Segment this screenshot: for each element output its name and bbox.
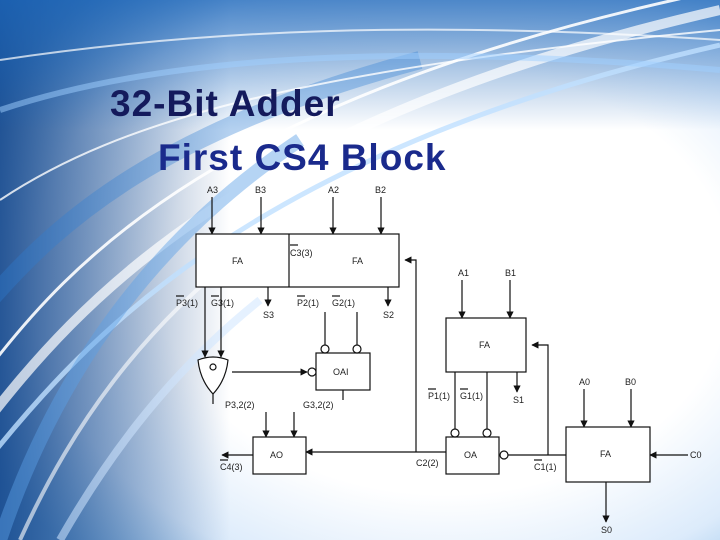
slide-title-line-1: 32-Bit Adder (110, 83, 341, 124)
signal-g1-label: G1(1) (460, 391, 483, 401)
slide-title-line-2: First CS4 Block (158, 137, 447, 178)
input-c0-label: C0 (690, 450, 702, 460)
signal-p1-label: P1(1) (428, 391, 450, 401)
signal-p2-label: P2(1) (297, 298, 319, 308)
signal-p3-label: P3(1) (176, 298, 198, 308)
wire-c1-feedback (531, 341, 549, 455)
oa-input-bubble (499, 450, 509, 460)
oa-bubble-left (450, 428, 460, 438)
or-bubble (209, 363, 217, 371)
output-s1-label: S1 (513, 395, 524, 405)
signal-p32-label: P3,2(2) (225, 400, 255, 410)
oa-block (445, 436, 500, 475)
oa-label: OA (464, 450, 477, 460)
input-b2-label: B2 (375, 185, 386, 195)
input-b1-label: B1 (505, 268, 516, 278)
fa-block-bit3 (195, 233, 400, 288)
signal-c2-label: C2(2) (416, 458, 439, 468)
oai-bubble-right (352, 344, 362, 354)
input-a0-label: A0 (579, 377, 590, 387)
output-s2-label: S2 (383, 310, 394, 320)
fa-label-bit3: FA (232, 256, 243, 266)
fa-block-bit1 (445, 317, 527, 373)
signal-g3-label: G3(1) (211, 298, 234, 308)
input-b0-label: B0 (625, 377, 636, 387)
fa-label-bit0: FA (600, 449, 611, 459)
oai-label: OAI (333, 367, 349, 377)
fa-label-bit1: FA (479, 340, 490, 350)
input-a2-label: A2 (328, 185, 339, 195)
ao-label: AO (270, 450, 283, 460)
wire-c2-feedback (404, 256, 417, 452)
signal-c3-label: C3(3) (290, 248, 313, 258)
signal-c1-label: C1(1) (534, 462, 557, 472)
input-b3-label: B3 (255, 185, 266, 195)
output-s3-label: S3 (263, 310, 274, 320)
output-s0-label: S0 (601, 525, 612, 535)
fa-label-bit2: FA (352, 256, 363, 266)
input-a1-label: A1 (458, 268, 469, 278)
oai-bubble-left (320, 344, 330, 354)
input-a3-label: A3 (207, 185, 218, 195)
signal-g2-label: G2(1) (332, 298, 355, 308)
output-c4-label: C4(3) (220, 462, 243, 472)
oa-bubble-right (482, 428, 492, 438)
oai-input-bubble (307, 367, 317, 377)
or-gate (197, 356, 229, 395)
signal-g32-label: G3,2(2) (303, 400, 334, 410)
